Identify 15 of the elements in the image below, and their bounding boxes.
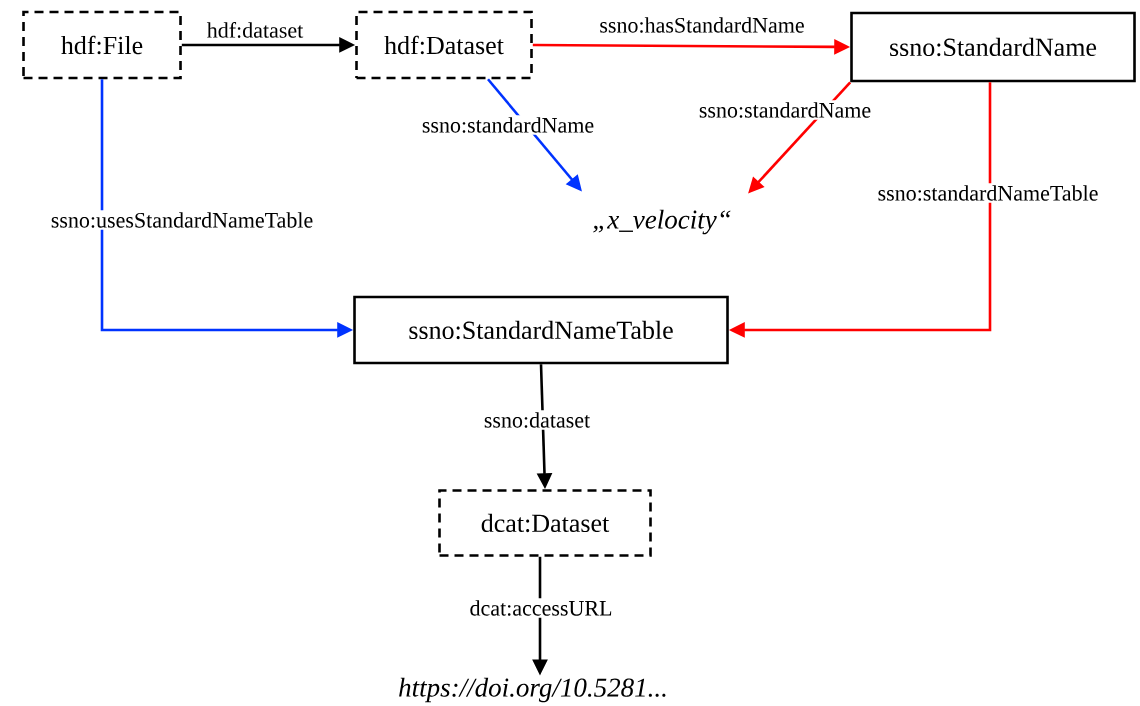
edge-label: ssno:standardName [696, 100, 874, 120]
class-box: dcat:Dataset [438, 489, 652, 557]
edge-label: ssno:standardNameTable [875, 183, 1101, 203]
edge-label: ssno:standardName [419, 115, 597, 135]
class-box: hdf:File [22, 10, 182, 80]
class-box: ssno:StandardNameTable [353, 295, 729, 365]
edge-label: ssno:hasStandardName [597, 15, 807, 35]
class-box: hdf:Dataset [355, 10, 533, 80]
literal-text: https://doi.org/10.5281... [399, 677, 666, 703]
edge-label: ssno:usesStandardNameTable [48, 210, 316, 230]
edge-label: ssno:dataset [481, 410, 593, 430]
class-box: ssno:StandardName [850, 11, 1136, 83]
edge-label: dcat:accessURL [467, 598, 615, 618]
edge-label: hdf:dataset [204, 20, 306, 40]
literal-text: „x_velocity“ [593, 209, 731, 235]
